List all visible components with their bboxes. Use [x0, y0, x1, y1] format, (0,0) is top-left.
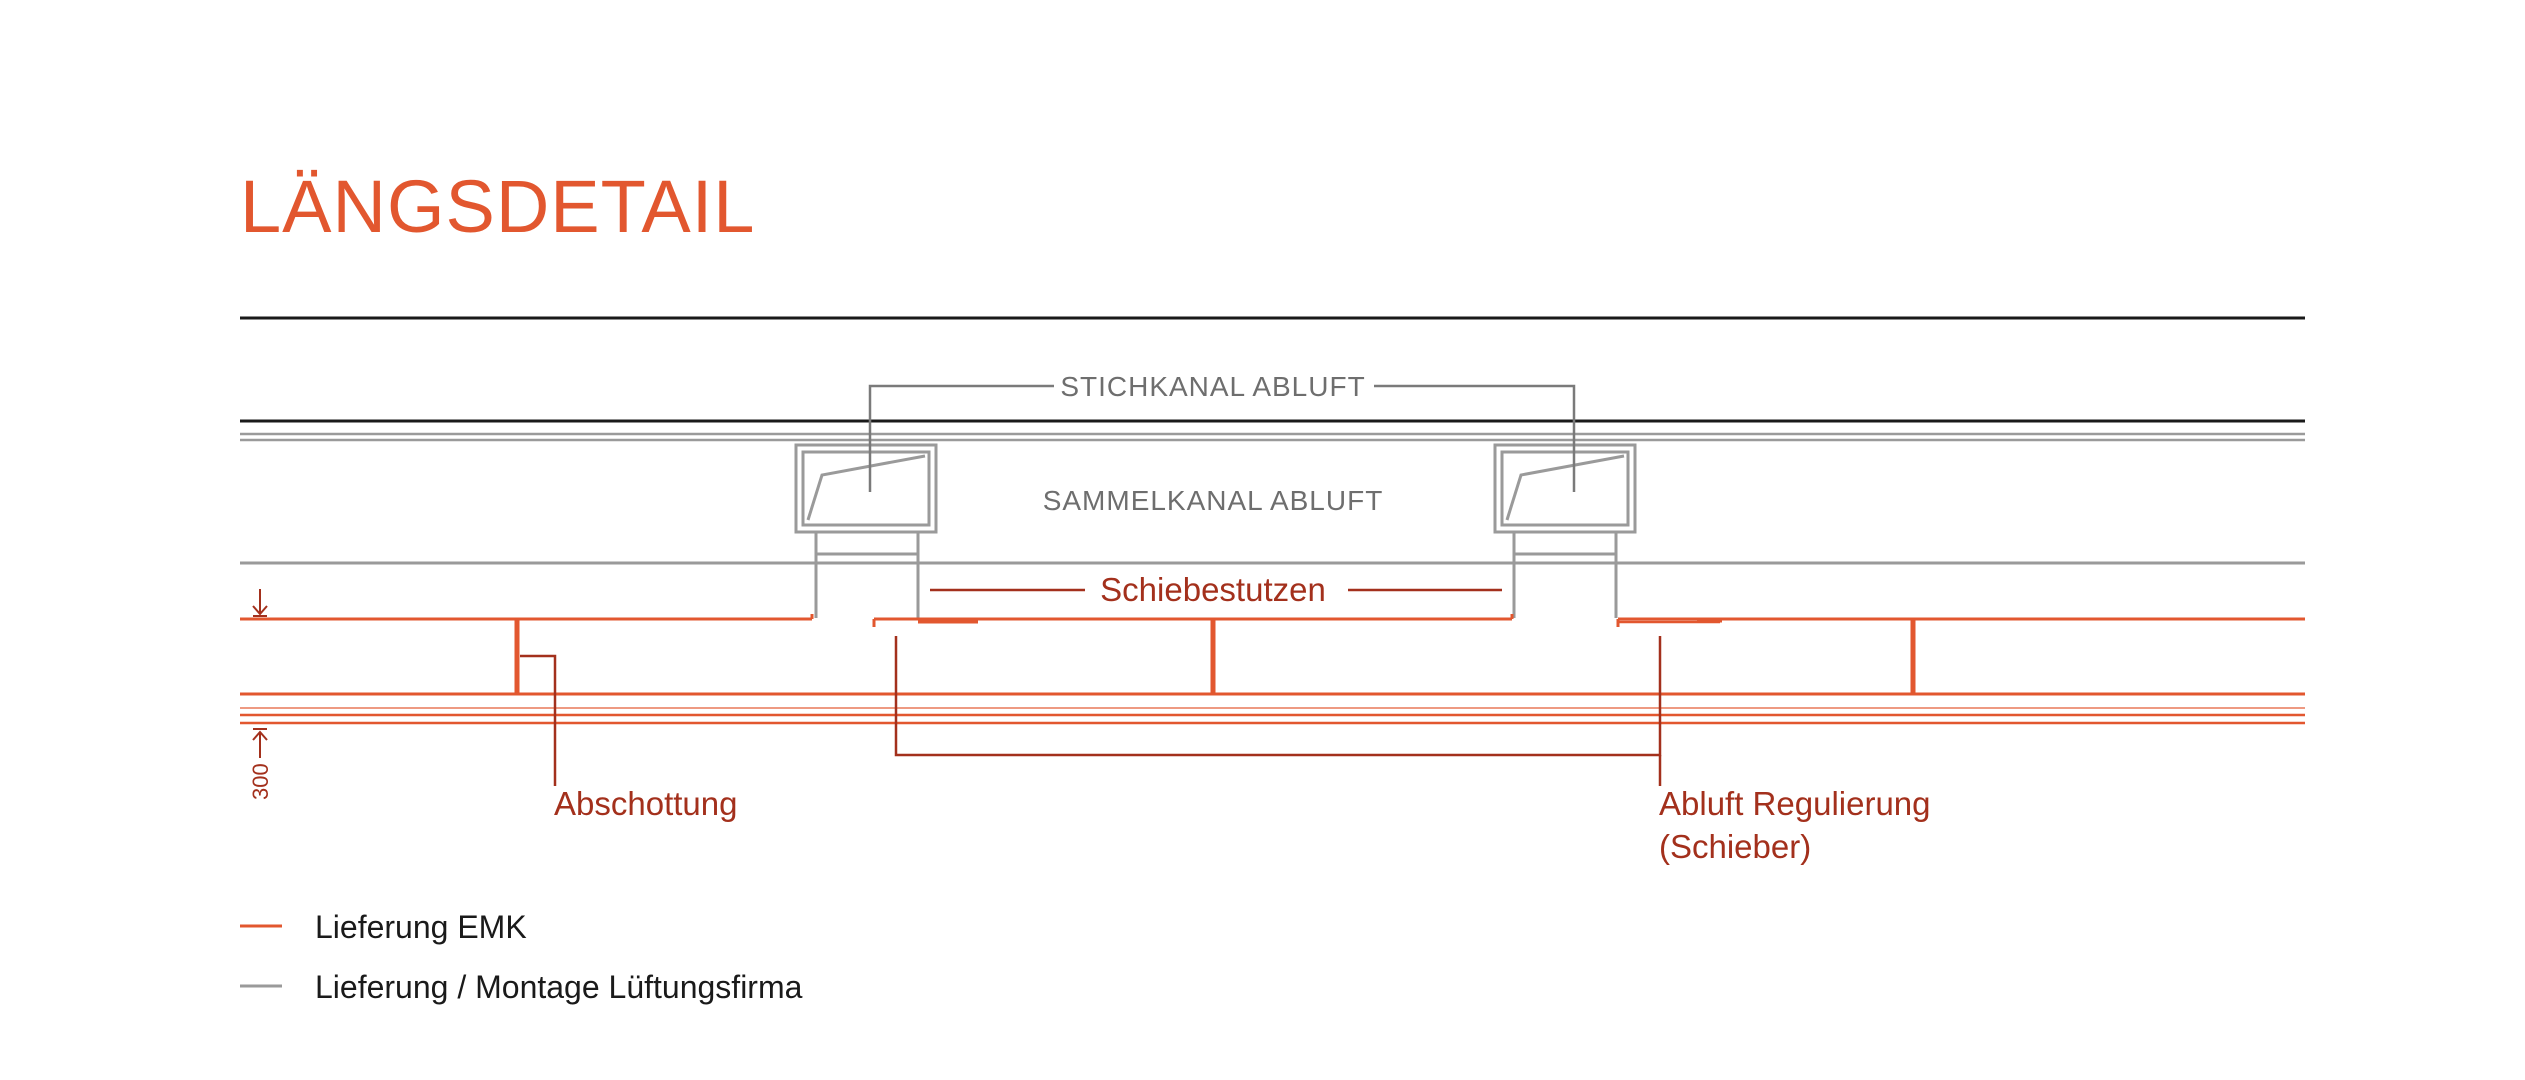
abluft-regulierung-label-2: (Schieber) [1659, 828, 1811, 865]
legend: Lieferung EMK Lieferung / Montage Lüftun… [240, 909, 803, 1005]
dimension-label: 300 [248, 763, 273, 800]
decke-emk [240, 614, 2305, 725]
abschottung-label: Abschottung [554, 785, 737, 822]
stichkanal-box-left [794, 443, 938, 618]
sammelkanal-duct [240, 432, 2305, 565]
legend-label-lueftung: Lieferung / Montage Lüftungsfirma [315, 969, 803, 1005]
abluft-regulierung-label-1: Abluft Regulierung [1659, 785, 1931, 822]
sammelkanal-label: SAMMELKANAL ABLUFT [1043, 485, 1384, 516]
abschottung-leader [520, 654, 557, 786]
dimension-arrows [252, 589, 268, 758]
stichkanal-leader [868, 384, 1576, 492]
stichkanal-label: STICHKANAL ABLUFT [1060, 371, 1365, 402]
legend-label-emk: Lieferung EMK [315, 909, 527, 945]
stichkanal-box-right [1493, 443, 1637, 618]
schiebestutzen-label: Schiebestutzen [1100, 571, 1326, 608]
page-title: LÄNGSDETAIL [240, 165, 755, 248]
abluft-regulierung-leader [894, 636, 1662, 757]
